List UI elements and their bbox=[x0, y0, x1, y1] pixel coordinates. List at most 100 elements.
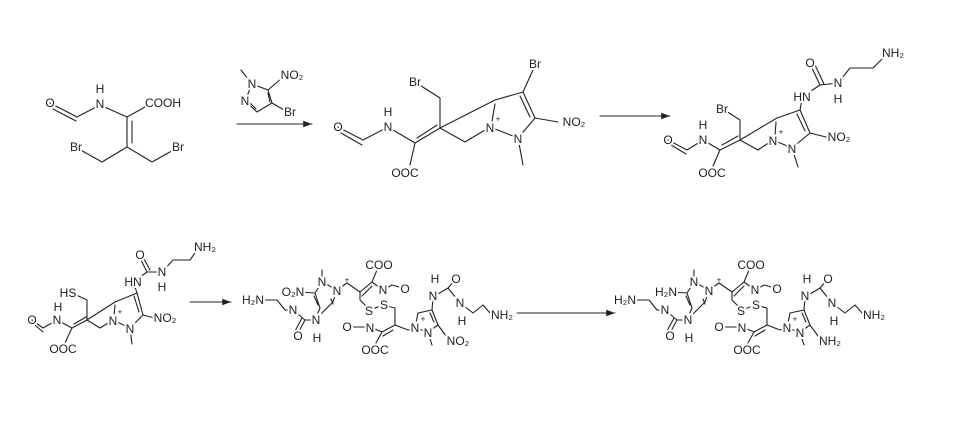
atom-label: N bbox=[486, 121, 495, 135]
atom-label: N bbox=[241, 94, 250, 108]
atom-label: NH₂ bbox=[194, 240, 216, 254]
atom-label: HN bbox=[793, 90, 810, 104]
atom-label: NH₂ bbox=[882, 46, 904, 60]
atom-label: NO₂ bbox=[563, 115, 586, 129]
atom-label: N bbox=[690, 275, 699, 289]
atom-label: Br bbox=[172, 140, 184, 154]
disulfide-dimer-nitro: H₂N N O N H O₂N N N + COO N O S S O N OO… bbox=[240, 256, 515, 359]
product-bromo-pyrazolium: O H N OOC Br N + N NO₂ Br bbox=[331, 55, 587, 182]
atom-label: Br bbox=[529, 57, 541, 71]
atom-label: N bbox=[53, 313, 62, 327]
atom-label: H bbox=[830, 314, 839, 328]
atom-label: O bbox=[45, 96, 54, 110]
atom-label: HS bbox=[60, 286, 77, 300]
atom-label: N bbox=[333, 284, 342, 298]
atom-label: N bbox=[783, 321, 792, 335]
atom-label: H₂N bbox=[242, 293, 264, 307]
atom-label: N bbox=[788, 142, 797, 156]
charge-label: + bbox=[717, 276, 722, 285]
atom-label: NH₂ bbox=[491, 308, 513, 322]
atom-label: N bbox=[318, 275, 327, 289]
atom-label: NH₂ bbox=[819, 334, 841, 348]
atom-label: S bbox=[380, 298, 388, 312]
atom-label: O bbox=[342, 320, 351, 334]
atom-label: Br bbox=[284, 105, 296, 119]
atom-label: Br bbox=[409, 75, 421, 89]
atom-label: Br bbox=[716, 102, 728, 116]
atom-label: N bbox=[126, 322, 135, 336]
atom-label: OOC bbox=[49, 342, 77, 356]
atom-label: N bbox=[96, 97, 105, 111]
atom-label: H bbox=[699, 118, 708, 132]
atom-label: N bbox=[289, 303, 298, 317]
atom-label: NH₂ bbox=[863, 308, 885, 322]
charge-label: + bbox=[779, 128, 784, 137]
atom-label: H bbox=[313, 331, 322, 345]
charge-label: + bbox=[345, 276, 350, 285]
charge-label: + bbox=[118, 308, 123, 317]
atom-label: H bbox=[158, 280, 167, 294]
atom-label: N bbox=[828, 296, 837, 310]
atom-label: N bbox=[699, 133, 708, 147]
atom-label: H bbox=[54, 300, 63, 314]
atom-label: NO₂ bbox=[828, 130, 851, 144]
atom-label: H bbox=[685, 331, 694, 345]
atom-label: H bbox=[834, 92, 843, 106]
atom-label: N bbox=[684, 313, 693, 327]
atom-label: O bbox=[714, 320, 723, 334]
atom-label: NO₂ bbox=[154, 311, 177, 325]
atom-label: OOC bbox=[391, 166, 419, 180]
atom-label: N bbox=[366, 321, 375, 335]
atom-label: N bbox=[109, 314, 118, 328]
atom-label: N bbox=[514, 132, 523, 146]
atom-label: O bbox=[293, 329, 302, 343]
atom-label: O bbox=[400, 282, 409, 296]
atom-label: S bbox=[752, 298, 760, 312]
atom-label: N bbox=[379, 283, 388, 297]
atom-label: N bbox=[769, 134, 778, 148]
atom-label: N bbox=[456, 296, 465, 310]
atom-label: N bbox=[384, 120, 393, 134]
atom-label: O bbox=[772, 282, 781, 296]
atom-label: COOH bbox=[145, 96, 181, 110]
atom-label: O bbox=[805, 56, 814, 70]
atom-label: COO bbox=[737, 258, 764, 272]
charge-label: + bbox=[496, 115, 501, 124]
atom-label: OOC bbox=[733, 343, 761, 357]
reagent-nitropyrazole: N N NO₂ Br bbox=[239, 66, 306, 121]
atom-label: H bbox=[431, 272, 440, 286]
atom-label: S bbox=[365, 304, 373, 318]
atom-label: N bbox=[158, 265, 167, 279]
atom-label: N bbox=[796, 326, 805, 340]
charge-label: + bbox=[793, 315, 798, 324]
product-urea-pyrazolium: O H N OOC Br N + N NO₂ HN O N H NH₂ bbox=[661, 44, 906, 182]
atom-label: H bbox=[458, 314, 467, 328]
atom-label: O bbox=[451, 272, 460, 286]
atom-label: N bbox=[834, 76, 843, 90]
atom-label: O bbox=[663, 133, 672, 147]
atom-label: N bbox=[661, 303, 670, 317]
atom-label: H₂N bbox=[655, 285, 677, 299]
atom-label: COO bbox=[365, 258, 392, 272]
atom-label: NO₂ bbox=[447, 334, 470, 348]
atom-label: N bbox=[705, 284, 714, 298]
atom-label: H bbox=[384, 105, 393, 119]
atom-label: N bbox=[424, 326, 433, 340]
atom-label: N bbox=[248, 77, 257, 91]
thiol-intermediate: O H N OOC HS N + N NO₂ HN O N H NH₂ bbox=[25, 238, 218, 358]
atom-label: N bbox=[312, 313, 321, 327]
atom-label: H bbox=[803, 272, 812, 286]
atom-label: N bbox=[429, 289, 438, 303]
atom-label: OOC bbox=[698, 166, 726, 180]
atom-label: N bbox=[801, 289, 810, 303]
atom-label: O₂N bbox=[282, 285, 305, 299]
atom-label: OOC bbox=[361, 343, 389, 357]
atom-label: O bbox=[135, 248, 144, 262]
atom-label: S bbox=[737, 304, 745, 318]
atom-label: O bbox=[665, 329, 674, 343]
atom-label: HN bbox=[124, 275, 141, 289]
charge-label: + bbox=[421, 315, 426, 324]
atom-label: H bbox=[96, 82, 105, 96]
atom-label: O bbox=[823, 272, 832, 286]
